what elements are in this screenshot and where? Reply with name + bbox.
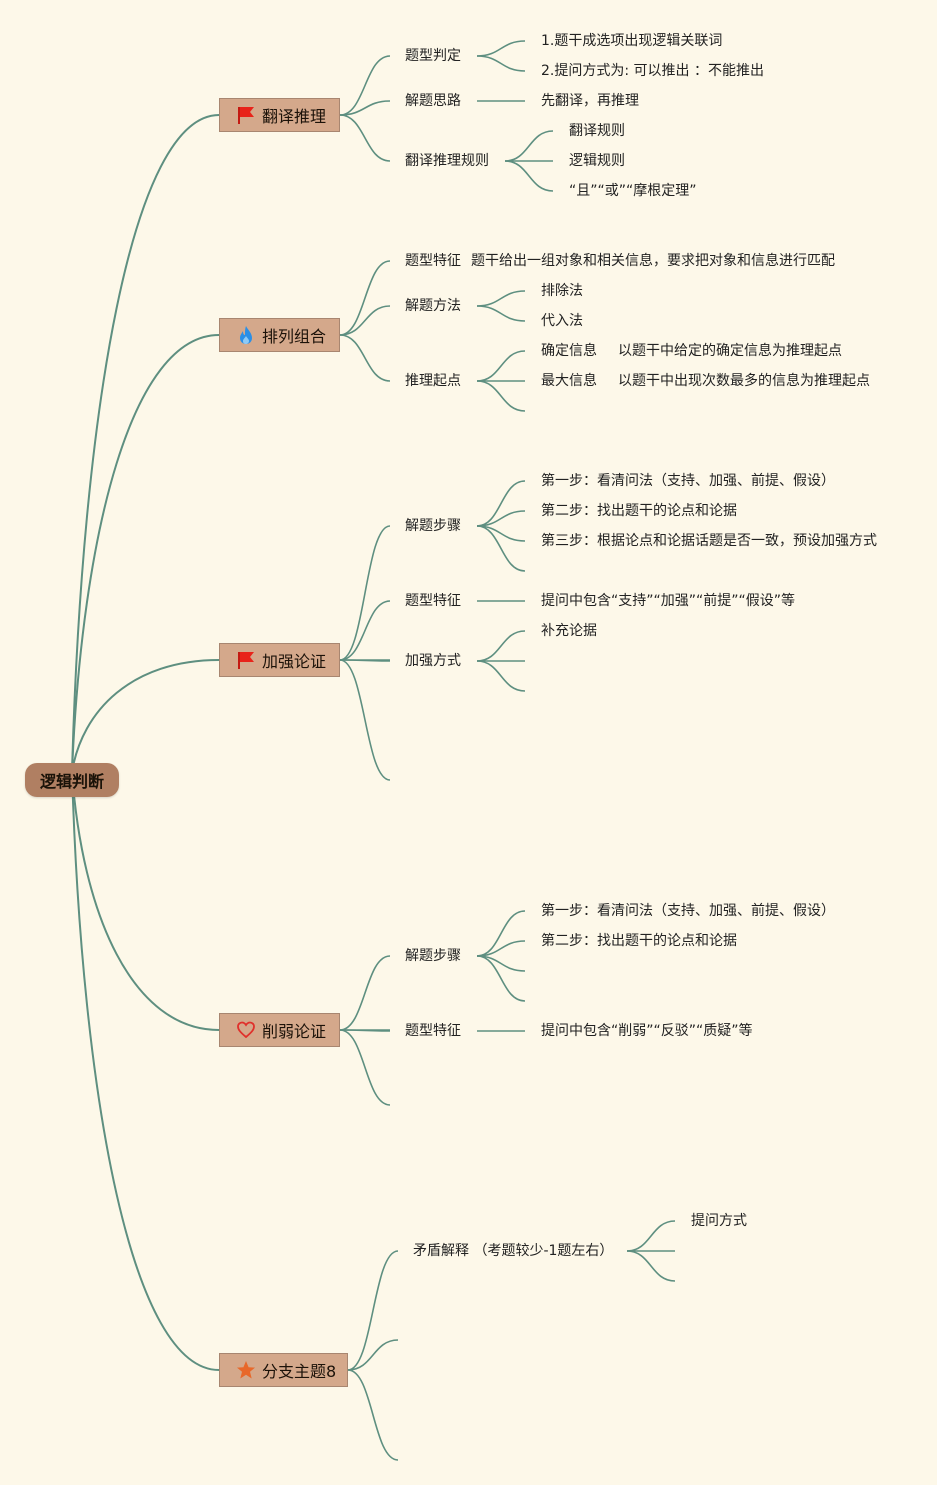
red-flag-icon	[236, 105, 256, 125]
connector-line	[626, 1250, 676, 1282]
connector-line	[339, 114, 391, 162]
connector-line	[476, 955, 526, 1002]
connector-line	[476, 40, 526, 57]
connector-line	[476, 480, 526, 527]
connector-line	[476, 910, 526, 957]
leaf-label: 提问方式	[691, 1213, 747, 1229]
branch-topic-8[interactable]: 分支主题8	[219, 1353, 348, 1387]
subtopic-label: 题型特征	[405, 593, 461, 609]
connector-line	[476, 290, 526, 307]
leaf-label: 补充论据	[541, 623, 597, 639]
branch-strengthen-argument[interactable]: 加强论证	[219, 643, 340, 677]
subtopic-label: 解题方法	[405, 298, 461, 314]
connector-line	[347, 1250, 399, 1371]
leaf-label: 第三步：根据论点和论据话题是否一致，预设加强方式	[541, 533, 877, 549]
subtopic-label: 解题思路	[405, 93, 461, 109]
connector-line	[476, 305, 526, 322]
connector-line	[339, 100, 391, 116]
subtopic-description: 题干给出一组对象和相关信息，要求把对象和信息进行匹配	[471, 253, 835, 269]
connector-line	[71, 114, 220, 773]
connector-line	[339, 525, 391, 661]
connector-line	[339, 659, 391, 781]
connector-line	[504, 130, 554, 162]
red-heart-outline-icon	[236, 1020, 256, 1040]
leaf-label: 代入法	[541, 313, 583, 329]
blue-flame-icon	[236, 325, 256, 345]
connector-line	[347, 1339, 399, 1371]
branch-label: 削弱论证	[262, 1022, 327, 1041]
connector-line	[71, 771, 220, 1371]
leaf-label: 先翻译，再推理	[541, 93, 639, 109]
connector-line	[339, 955, 391, 1031]
connector-line	[476, 55, 526, 72]
connector-line	[476, 660, 526, 692]
orange-star-icon	[236, 1360, 256, 1380]
leaf-label: 2.提问方式为: 可以推出 ：不能推出	[541, 63, 764, 79]
leaf-detail: 以题干中出现次数最多的信息为推理起点	[618, 373, 870, 389]
leaf-label: 提问中包含“削弱”“反驳”“质疑”等	[541, 1023, 753, 1039]
red-flag-icon	[236, 650, 256, 670]
connector-line	[339, 334, 391, 382]
leaf-label: 翻译规则	[569, 123, 625, 139]
connector-line	[339, 305, 391, 336]
subtopic-label: 题型特征	[405, 1023, 461, 1039]
connector-line	[71, 334, 220, 773]
leaf-label: 逻辑规则	[569, 153, 625, 169]
branch-permutation-combination[interactable]: 排列组合	[219, 318, 340, 352]
connector-line	[626, 1220, 676, 1252]
subtopic-label: 解题步骤	[405, 948, 461, 964]
connector-line	[339, 55, 391, 116]
leaf-label: 第二步：找出题干的论点和论据	[541, 503, 737, 519]
subtopic-label: 加强方式	[405, 653, 461, 669]
connector-line	[476, 380, 526, 412]
root-node[interactable]: 逻辑判断	[25, 763, 119, 797]
leaf-label: 1.题干成选项出现逻辑关联词	[541, 33, 723, 49]
connector-line	[476, 525, 526, 572]
subtopic-label: 题型特征	[405, 253, 461, 269]
connector-line	[339, 600, 391, 661]
connector-line	[504, 160, 554, 192]
leaf-label: 第二步：找出题干的论点和论据	[541, 933, 737, 949]
branch-label: 加强论证	[262, 652, 327, 671]
connector-line	[347, 1369, 399, 1461]
leaf-label: 确定信息	[541, 343, 597, 359]
branch-weaken-argument[interactable]: 削弱论证	[219, 1013, 340, 1047]
leaf-label: “且”“或”“摩根定理”	[569, 183, 697, 199]
leaf-detail: 以题干中给定的确定信息为推理起点	[618, 343, 842, 359]
branch-label: 排列组合	[262, 327, 327, 346]
branch-label: 翻译推理	[262, 107, 327, 126]
connector-line	[339, 260, 391, 336]
branch-translation-reasoning[interactable]: 翻译推理	[219, 98, 340, 132]
root-node-label: 逻辑判断	[39, 772, 104, 791]
subtopic-label: 解题步骤	[405, 518, 461, 534]
connector-line	[476, 630, 526, 662]
subtopic-label: 推理起点	[405, 373, 461, 389]
subtopic-label: 翻译推理规则	[405, 153, 489, 169]
leaf-label: 第一步：看清问法（支持、加强、前提、假设）	[541, 903, 835, 919]
subtopic-label: 题型判定	[405, 48, 461, 64]
branch-label: 分支主题8	[262, 1362, 337, 1381]
connector-line	[71, 771, 220, 1031]
connector-line	[339, 1029, 391, 1106]
connector-line	[71, 659, 220, 773]
leaf-label: 最大信息	[541, 373, 597, 389]
connector-line	[476, 350, 526, 382]
leaf-label: 第一步：看清问法（支持、加强、前提、假设）	[541, 473, 835, 489]
leaf-label: 提问中包含“支持”“加强”“前提”“假设”等	[541, 593, 796, 609]
leaf-label: 排除法	[541, 283, 583, 299]
subtopic-label: 矛盾解释 （考题较少-1题左右）	[413, 1243, 614, 1259]
